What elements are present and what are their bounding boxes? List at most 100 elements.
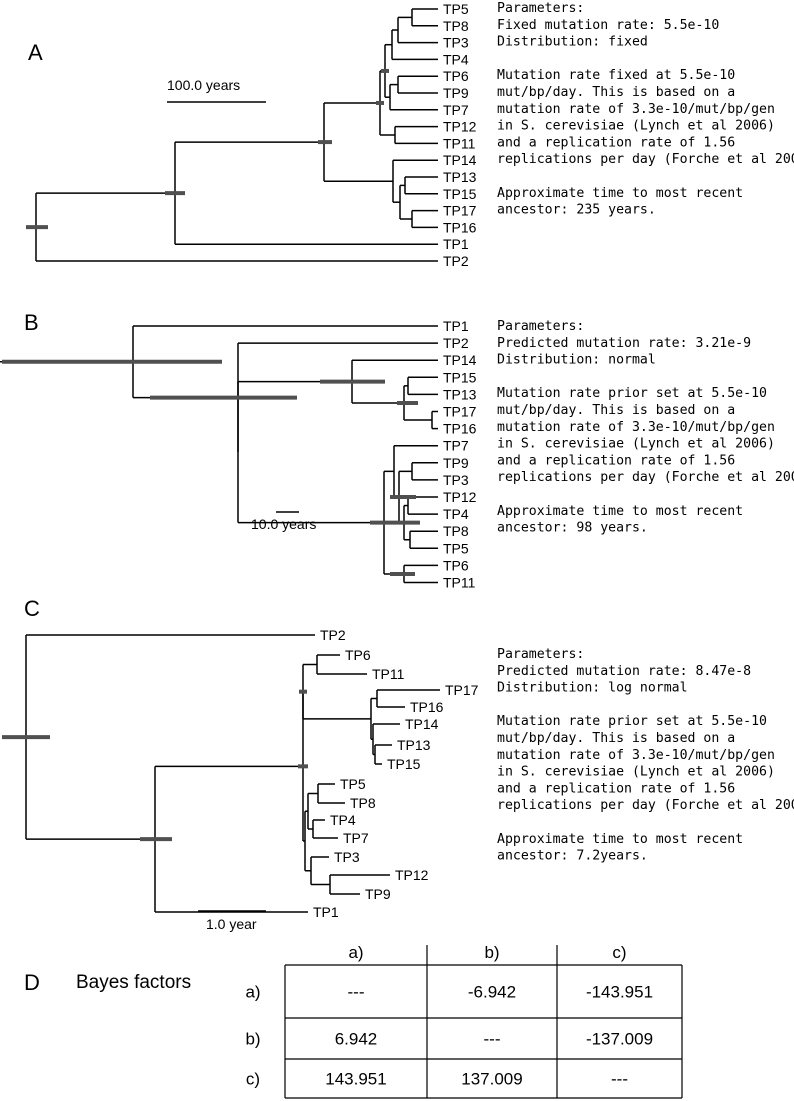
bayes-row-header: a) (245, 983, 260, 1002)
panel-c-note-line: mutation rate of 3.3e-10/mut/bp/gen (497, 748, 775, 763)
panel-b-tip-label: TP15 (443, 369, 477, 385)
panel-c-label: C (24, 596, 40, 621)
panel-c-tip-label: TP4 (330, 812, 356, 828)
panel-a-tip-label: TP3 (443, 35, 469, 51)
panel-a-note-line: in S. cerevisiae (Lynch et al 2006) (497, 119, 775, 134)
panel-a-tip-label: TP2 (443, 253, 469, 269)
panel-c-tip-label: TP11 (372, 666, 405, 682)
bayes-row-header: c) (246, 1070, 260, 1089)
panel-c-tip-label: TP9 (365, 886, 391, 902)
parameter-notes: Parameters: Fixed mutation rate: 5.5e-10D… (497, 1, 794, 864)
panel-b-note-line: Parameters: (497, 319, 584, 334)
panel-a-tip-label: TP8 (443, 18, 469, 34)
panel-c-tip-label: TP16 (410, 699, 444, 715)
bayes-cell: --- (348, 983, 365, 1002)
panel-b-note-line: Distribution: normal (497, 353, 656, 368)
panel-b-tip-label: TP2 (443, 335, 469, 351)
panel-a-note-line: replications per day (Forche et al 2009)… (497, 152, 794, 167)
panel-b-note-line: Approximate time to most recent (497, 504, 743, 519)
bayes-col-header: a) (348, 943, 363, 962)
panel-b-tip-label: TP12 (443, 489, 477, 505)
panel-b-note-line: replications per day (Forche et al 2009)… (497, 470, 794, 485)
bayes-table: a)b)c)a)b)c)----6.942-143.9516.942----13… (245, 943, 683, 1099)
panel-b-note-line: mut/bp/day. This is based on a (497, 403, 735, 418)
panel-a-tip-label: TP12 (443, 119, 477, 135)
bayes-cell: -137.009 (586, 1030, 653, 1049)
bayes-cell: 137.009 (461, 1070, 522, 1089)
bayes-cell: --- (611, 1070, 628, 1089)
panel-b-tip-label: TP13 (443, 386, 477, 402)
panel-c-tip-label: TP8 (350, 795, 376, 811)
panel-c-tip-label: TP6 (345, 647, 371, 663)
panel-b-tip-label: TP17 (443, 404, 477, 420)
panel-a-label: A (28, 40, 43, 65)
panel-c-tip-label: TP17 (445, 682, 479, 698)
panel-c-note-line: ancestor: 7.2years. (497, 849, 648, 864)
panel-a-note-line: Fixed mutation rate: 5.5e-10 (497, 18, 719, 33)
panel-c-note-line: Mutation rate prior set at 5.5e-10 (497, 714, 767, 729)
panel-b-tip-label: TP4 (443, 506, 469, 522)
tree-branches (0, 8, 440, 913)
panel-a-tip-label: TP14 (443, 152, 477, 168)
panel-a-tip-label: TP17 (443, 203, 477, 219)
panel-c-tip-label: TP1 (313, 904, 339, 920)
panel-a-tip-label: TP13 (443, 169, 477, 185)
panel-b-tip-label: TP14 (443, 352, 477, 368)
panel-b-scale-label: 10.0 years (251, 516, 316, 532)
panel-a-note-line: mutation rate of 3.3e-10/mut/bp/gen (497, 102, 775, 117)
panel-b-tip-label: TP7 (443, 438, 469, 454)
panel-c-note-line: replications per day (Forche et al 2009)… (497, 798, 794, 813)
panel-a-tip-label: TP4 (443, 51, 469, 67)
panel-b-tip-label: TP16 (443, 421, 477, 437)
panel-c-note-line: Predicted mutation rate: 8.47e-8 (497, 664, 751, 679)
panel-b-note-line: Predicted mutation rate: 3.21e-9 (497, 336, 751, 351)
panel-a-tip-label: TP9 (443, 85, 469, 101)
panel-a-note-line: Approximate time to most recent (497, 186, 743, 201)
bayes-cell: --- (484, 1030, 501, 1049)
bayes-cell: 6.942 (335, 1030, 378, 1049)
panel-b-note-line: Mutation rate prior set at 5.5e-10 (497, 386, 767, 401)
panel-c-tip-label: TP12 (395, 867, 429, 883)
panel-a-note-line: ancestor: 235 years. (497, 203, 656, 218)
panel-b-tip-label: TP3 (443, 472, 469, 488)
panel-a-tip-label: TP5 (443, 1, 469, 17)
panel-a-tip-label: TP1 (443, 236, 469, 252)
tip-labels: TP5TP8TP3TP4TP6TP9TP7TP12TP11TP14TP13TP1… (167, 1, 479, 932)
bayes-cell: -6.942 (468, 983, 516, 1002)
panel-a-note-line: Mutation rate fixed at 5.5e-10 (497, 68, 735, 83)
panel-a-tip-label: TP11 (443, 135, 476, 151)
panel-c-note-line: mut/bp/day. This is based on a (497, 731, 735, 746)
panel-b-tip-label: TP6 (443, 557, 469, 573)
bayes-cell: 143.951 (325, 1070, 386, 1089)
panel-d-label: D (24, 970, 40, 995)
panel-a-note-line: and a replication rate of 1.56 (497, 135, 735, 150)
panel-c-tip-label: TP15 (387, 756, 421, 772)
panel-c-note-line: Approximate time to most recent (497, 832, 743, 847)
panel-c-note-line: Distribution: log normal (497, 681, 688, 696)
panel-b-tip-label: TP9 (443, 455, 469, 471)
panel-b-label: B (24, 310, 39, 335)
panel-b-note-line: mutation rate of 3.3e-10/mut/bp/gen (497, 420, 775, 435)
panel-c-tip-label: TP3 (334, 849, 360, 865)
panel-a-tip-label: TP15 (443, 186, 477, 202)
panel-b-note-line: and a replication rate of 1.56 (497, 453, 735, 468)
panel-a-scale-label: 100.0 years (167, 77, 240, 93)
panel-c-tip-label: TP5 (340, 776, 366, 792)
panel-c-scale-label: 1.0 year (206, 916, 257, 932)
panel-b-tip-label: TP8 (443, 523, 469, 539)
bayes-col-header: b) (484, 943, 499, 962)
panel-a-note-line: mut/bp/day. This is based on a (497, 85, 735, 100)
bayes-factors-title: Bayes factors (76, 972, 192, 993)
panel-c-tip-label: TP2 (320, 627, 346, 643)
bayes-row-header: b) (245, 1030, 260, 1049)
panel-b-tip-label: TP1 (443, 318, 469, 334)
panel-b-tip-label: TP11 (443, 575, 476, 591)
panel-b-tip-label: TP5 (443, 540, 469, 556)
panel-c-tip-label: TP7 (343, 830, 369, 846)
bayes-cell: -143.951 (586, 983, 653, 1002)
panel-a-note-line: Parameters: (497, 1, 584, 16)
panel-a-tip-label: TP6 (443, 68, 469, 84)
panel-b-note-line: in S. cerevisiae (Lynch et al 2006) (497, 437, 775, 452)
panel-c-tip-label: TP14 (405, 716, 439, 732)
